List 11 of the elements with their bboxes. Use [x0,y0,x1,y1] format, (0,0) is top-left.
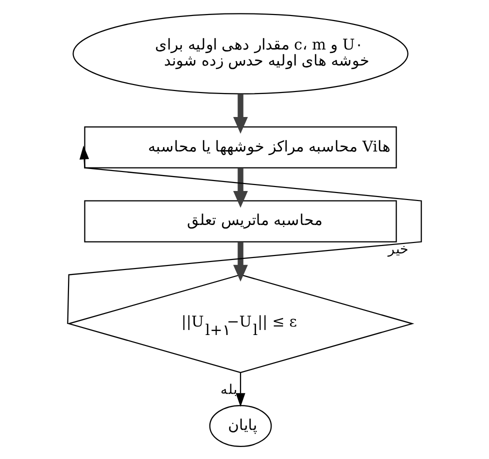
node-box: محاسبه مراکز خوشهها یا محاسبه Viها [84,126,397,168]
arrow [67,145,422,324]
node-ellipse: مقدار دهی اولیه برای c، m و U٠ خوشه های اولیه حدس زده شوند [72,12,408,94]
arrow [233,94,248,134]
arrow [233,168,248,208]
node-box: محاسبه ماتریس تعلق [84,200,397,242]
edge-label: بله [220,381,238,398]
node-ellipse: پایان [209,404,272,447]
edge-label: خیر [388,240,410,257]
arrow [236,372,246,406]
arrow [233,242,248,282]
